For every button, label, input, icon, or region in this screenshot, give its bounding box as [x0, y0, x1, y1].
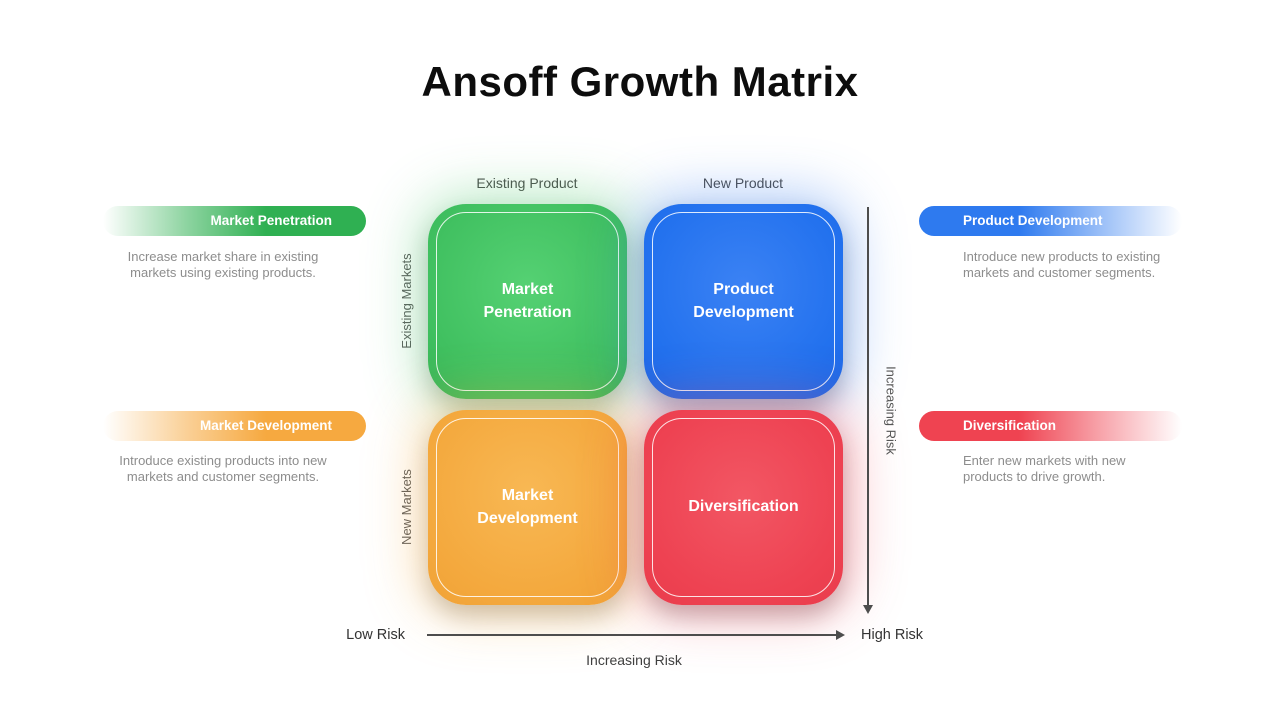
- row-label-existing-markets: Existing Markets: [399, 253, 414, 349]
- panel-product-development-pill: Product Development: [919, 206, 1182, 236]
- quadrant-label: Product Development: [693, 281, 794, 321]
- vertical-risk-label: Increasing Risk: [883, 366, 899, 455]
- panel-market-penetration-pill: Market Penetration: [103, 206, 366, 236]
- quadrant-product-development: Product Development: [644, 204, 843, 399]
- quadrant-market-penetration: Market Penetration: [428, 204, 627, 399]
- quadrant-label: Diversification: [688, 498, 799, 516]
- horizontal-risk-arrow-line: [427, 634, 837, 636]
- panel-market-development-description: Introduce existing products into new mar…: [119, 453, 327, 484]
- column-label-new-product: New Product: [702, 175, 784, 191]
- vertical-risk-arrow-line: [867, 207, 869, 606]
- panel-diversification-pill: Diversification: [919, 411, 1182, 441]
- low-risk-label: Low Risk: [346, 627, 405, 643]
- panel-diversification-description: Enter new markets with new products to d…: [963, 453, 1126, 484]
- quadrant-label: Market Development: [477, 487, 578, 527]
- panel-product-development-description: Introduce new products to existing marke…: [963, 249, 1161, 280]
- arrow-down-icon: [863, 605, 873, 614]
- arrow-right-icon: [836, 630, 845, 640]
- quadrant-diversification: Diversification: [644, 410, 843, 605]
- quadrant-label: Market Penetration: [483, 281, 572, 321]
- column-label-existing-product: Existing Product: [476, 175, 578, 191]
- quadrant-market-development: Market Development: [428, 410, 627, 605]
- panel-market-penetration-description: Increase market share in existing market…: [127, 249, 319, 280]
- row-label-new-markets: New Markets: [399, 469, 414, 545]
- panel-market-development-pill: Market Development: [103, 411, 366, 441]
- horizontal-risk-label: Increasing Risk: [586, 652, 682, 668]
- high-risk-label: High Risk: [861, 627, 924, 643]
- page-title: Ansoff Growth Matrix: [421, 58, 859, 105]
